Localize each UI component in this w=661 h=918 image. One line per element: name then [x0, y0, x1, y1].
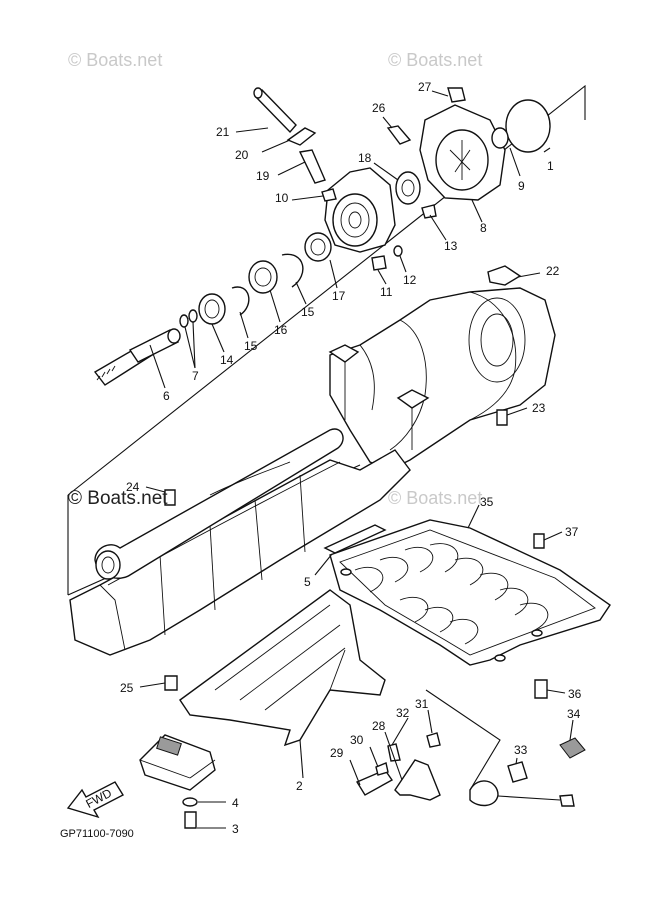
- circlip-15b: [281, 253, 304, 288]
- callout-15a: 15: [244, 339, 258, 353]
- bolt-3: [184, 811, 197, 829]
- callout-7: 7: [192, 369, 199, 383]
- bolt-26: [386, 125, 412, 145]
- ride-plate-ribs: [354, 543, 549, 645]
- linkage: [355, 732, 586, 807]
- pin-13: [421, 204, 437, 219]
- circlip-15a: [231, 286, 250, 316]
- callout-36: 36: [568, 687, 582, 701]
- bolt-36: [534, 679, 548, 699]
- callout-33: 33: [514, 743, 528, 757]
- fasteners: [164, 87, 548, 829]
- callout-15b: 15: [301, 305, 315, 319]
- watermark-mid-right: © Boats.net: [388, 488, 483, 508]
- fwd-arrow: FWD: [66, 781, 124, 819]
- watermark-top-right: © Boats.net: [388, 50, 483, 70]
- callout-13: 13: [444, 239, 458, 253]
- callout-31: 31: [415, 697, 429, 711]
- o-ring-b: [188, 309, 198, 323]
- callout-18: 18: [358, 151, 372, 165]
- callout-22: 22: [546, 264, 560, 278]
- seal-17: [304, 232, 332, 262]
- bolt-25: [164, 675, 178, 691]
- callout-10: 10: [275, 191, 289, 205]
- callout-labels: 1 2 3 4 5 6 7 8 9 10 11 12 13 14 15 16 1…: [120, 80, 582, 836]
- bolt-19: [298, 149, 326, 184]
- callout-17: 17: [332, 289, 346, 303]
- callout-35: 35: [480, 495, 494, 509]
- pin-10: [321, 188, 337, 202]
- bracket-27: [447, 87, 466, 103]
- bearing-housing: [324, 167, 396, 253]
- callout-29: 29: [330, 746, 344, 760]
- leader-lines: [139, 90, 574, 829]
- plate-29: [355, 769, 394, 796]
- callout-12: 12: [403, 273, 417, 287]
- callout-5: 5: [304, 575, 311, 589]
- spacer-plate: [323, 524, 387, 554]
- washer-12: [393, 245, 403, 257]
- bearing-14: [198, 293, 226, 325]
- bearing-18: [395, 171, 421, 205]
- callout-24: 24: [126, 480, 140, 494]
- callout-28: 28: [372, 719, 386, 733]
- callout-30: 30: [350, 733, 364, 747]
- bolt-11: [371, 255, 387, 271]
- intake-grate: [179, 589, 386, 747]
- callout-6: 6: [163, 389, 170, 403]
- drawing-code: GP71100-7090: [60, 828, 134, 840]
- callout-3: 3: [232, 822, 239, 836]
- pump-cover: [419, 104, 506, 201]
- mount-block: [139, 734, 216, 791]
- cable-joint: [469, 780, 499, 807]
- callout-19: 19: [256, 169, 270, 183]
- callout-4: 4: [232, 796, 239, 810]
- bolt-23: [496, 409, 508, 426]
- washer-4: [182, 797, 198, 807]
- clip-20: [286, 127, 317, 146]
- o-ring-1: [505, 99, 551, 153]
- callout-2: 2: [296, 779, 303, 793]
- callout-8: 8: [480, 221, 487, 235]
- o-ring-a: [179, 314, 189, 328]
- callout-37: 37: [565, 525, 579, 539]
- callout-21: 21: [216, 125, 230, 139]
- intake-housing: [69, 428, 411, 656]
- bolt-37: [533, 533, 545, 549]
- plate-22: [487, 265, 522, 286]
- callout-16: 16: [274, 323, 288, 337]
- nut-31: [426, 732, 441, 748]
- callout-9: 9: [518, 179, 525, 193]
- callout-11: 11: [380, 285, 393, 299]
- callout-34: 34: [567, 707, 581, 721]
- cap-34: [559, 737, 586, 759]
- pump-housing: [328, 287, 556, 471]
- watermark-mid-left: © Boats.net: [68, 488, 168, 509]
- nut-30: [375, 762, 389, 776]
- callout-14: 14: [220, 353, 234, 367]
- bolt-24: [164, 489, 176, 506]
- callout-20: 20: [235, 148, 249, 162]
- callout-26: 26: [372, 101, 386, 115]
- bearing-16: [248, 260, 278, 294]
- drive-shaft: [93, 328, 181, 386]
- ride-plate: [329, 519, 611, 666]
- watermark-top-left: © Boats.net: [68, 50, 163, 70]
- callout-27: 27: [418, 80, 432, 94]
- callout-25: 25: [120, 681, 134, 695]
- callout-23: 23: [532, 401, 546, 415]
- callout-32: 32: [396, 706, 410, 720]
- o-ring-9: [491, 127, 509, 149]
- callout-1: 1: [547, 159, 554, 173]
- sleeve-33: [507, 761, 528, 783]
